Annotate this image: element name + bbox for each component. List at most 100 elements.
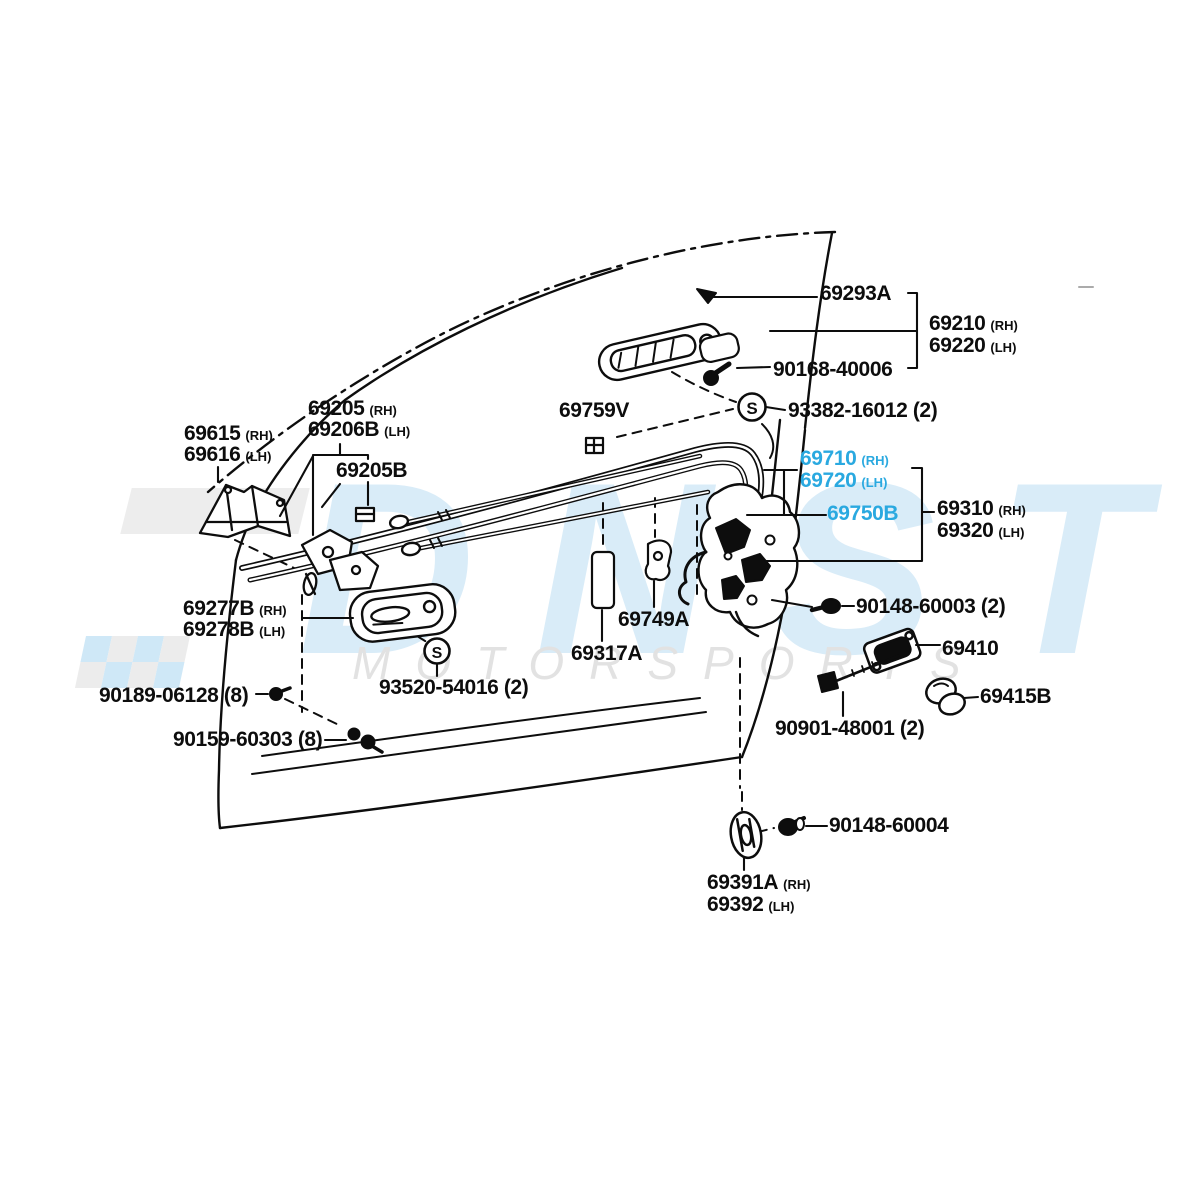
bolt-90901-48001: [817, 654, 900, 693]
inside-handle-bezel: [348, 583, 457, 643]
side-designator: (LH): [861, 475, 888, 490]
part-label-90159-603038: 90159-60303 (8): [173, 728, 323, 751]
s-marker-glyph: S: [746, 399, 757, 418]
part-label-69616: 69616(LH): [184, 444, 271, 468]
clip-90189-06128: [269, 686, 292, 701]
part-label-90148-60004: 90148-60004: [829, 814, 949, 837]
part-label-69391A: 69391A (RH): [707, 872, 811, 896]
part-label-93520-540162: 93520-54016 (2): [379, 677, 529, 699]
s-marker-glyph: S: [432, 645, 443, 662]
part-label-69310: 69310 (RH): [937, 498, 1026, 522]
wire-squiggle: [761, 423, 775, 459]
pad-69317A: [590, 550, 616, 610]
part-label-69206B: 69206B (LH): [308, 419, 410, 443]
screw-90168-40006: [703, 361, 732, 386]
part-number: 90159-60303 (8): [173, 728, 323, 751]
part-label-69220: 69220(LH): [929, 335, 1016, 359]
part-number: 69317A: [571, 642, 643, 665]
striker-69410: [862, 627, 922, 674]
part-label-69750B: 69750B: [827, 502, 899, 525]
part-number: 69616: [184, 443, 241, 466]
part-label-69320: 69320 (LH): [937, 520, 1024, 544]
part-label-69410: 69410: [942, 637, 999, 660]
leader-lines: [216, 291, 980, 872]
frame-clip-69759V: [584, 436, 605, 455]
part-label-90901-480012: 90901-48001 (2): [775, 718, 925, 740]
side-designator: (RH): [245, 428, 273, 443]
screw-90148-60004: [778, 816, 806, 836]
part-number: 69220: [929, 334, 986, 357]
side-designator: (RH): [369, 403, 397, 418]
part-label-69710: 69710(RH): [800, 448, 889, 472]
part-number: 69210: [929, 312, 986, 335]
part-number: 90148-60003 (2): [856, 595, 1006, 618]
part-label-69392: 69392 (LH): [707, 894, 794, 918]
part-label-69749A: 69749A: [618, 608, 690, 631]
door-check-69615: [198, 483, 292, 539]
part-label-90189-061288: 90189-06128 (8): [99, 684, 249, 707]
part-number: 69320: [937, 519, 994, 542]
assembly-dashed-lines: [234, 371, 775, 833]
door-lock-assembly: [678, 483, 801, 638]
handle-cover: [698, 332, 740, 363]
part-label-69759V: 69759V: [559, 400, 629, 422]
part-number: 69391A: [707, 871, 779, 894]
door-hinges: [300, 528, 380, 596]
part-number: 90189-06128 (8): [99, 684, 249, 707]
cable-eyelet: [388, 514, 410, 530]
part-number: 69206B: [308, 418, 380, 441]
watermark-subtext: MOTORSPORTS: [352, 637, 986, 689]
clip-69205B: [354, 506, 376, 523]
door-top-frame-line: [206, 230, 837, 494]
screw-90148-60003: [809, 598, 841, 614]
part-label-69278B: 69278B (LH): [183, 619, 285, 643]
side-designator: (LH): [768, 899, 795, 914]
part-number: 69759V: [559, 399, 630, 422]
part-label-69277B: 69277B (RH): [183, 598, 287, 622]
part-number: 69205B: [336, 459, 408, 482]
part-number: 69410: [942, 637, 999, 660]
part-number: 69750B: [827, 502, 899, 525]
part-label-69720: 69720 (LH): [800, 470, 887, 494]
part-number: 69415B: [980, 685, 1052, 708]
part-number: 69720: [800, 469, 857, 492]
rivet-90159-60303: [347, 727, 384, 754]
side-designator: (LH): [259, 624, 286, 639]
lock-control-cables: [388, 453, 711, 557]
part-label-90168-40006: 90168-40006: [773, 358, 893, 381]
part-label-93382-160122: 93382-16012 (2): [788, 399, 938, 422]
part-number: 69205: [308, 397, 365, 420]
part-number: 93382-16012 (2): [788, 399, 938, 422]
part-number: 69278B: [183, 618, 255, 641]
part-number: 69293A: [820, 282, 892, 305]
side-designator: (RH): [259, 603, 287, 618]
cushion-69415B: [925, 677, 966, 716]
cable-eyelet: [400, 541, 422, 557]
part-label-69615: 69615 (RH): [184, 423, 273, 447]
part-number: 69749A: [618, 608, 690, 631]
side-designator: (LH): [384, 424, 411, 439]
part-label-90148-600032: 90148-60003 (2): [856, 595, 1006, 618]
part-label-69293A: 69293A: [820, 282, 892, 305]
part-label-69205: 69205 (RH): [308, 398, 397, 422]
part-label-69415B: 69415B: [980, 685, 1052, 708]
part-number: 69310: [937, 497, 994, 520]
glass-run-channel: [239, 441, 765, 583]
side-designator: (RH): [783, 877, 811, 892]
side-designator: (RH): [990, 318, 1018, 333]
part-label-69210: 69210 (RH): [929, 313, 1018, 337]
part-number: 90148-60004: [829, 814, 949, 837]
part-number: 69277B: [183, 597, 255, 620]
part-label-69317A: 69317A: [571, 642, 643, 665]
side-designator: (RH): [998, 503, 1026, 518]
side-designator: (LH): [998, 525, 1025, 540]
side-designator: (RH): [861, 453, 889, 468]
part-number: 69615: [184, 422, 241, 445]
part-number: 69392: [707, 893, 764, 916]
bracket-69749A: [644, 539, 673, 582]
part-number: 90168-40006: [773, 358, 893, 381]
grommet-69391A: [729, 810, 763, 860]
